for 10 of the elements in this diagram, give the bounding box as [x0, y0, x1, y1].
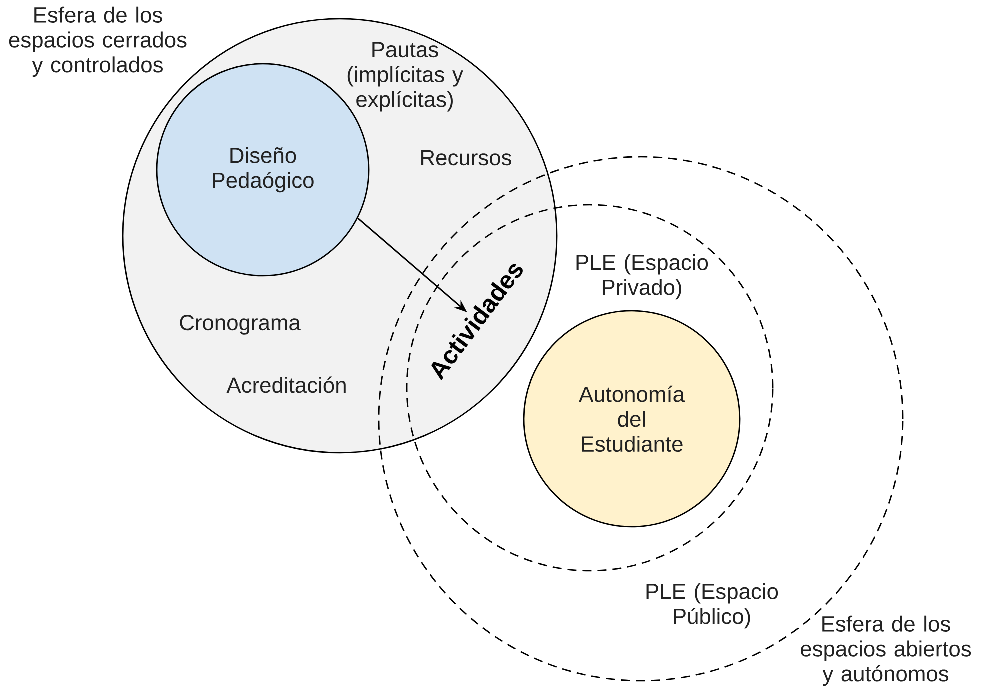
- area-label: Recursos: [422, 150, 512, 166]
- circle-label: Autonomía del Estudiante: [579, 386, 685, 452]
- circle-label: Diseño Pedaógico: [213, 147, 314, 193]
- area-label: Acreditación: [226, 376, 346, 394]
- sphere-label: Esfera de los espacios abiertos y autónomos: [801, 616, 972, 686]
- sphere-label: Esfera de los espacios cerrados y controlados: [9, 6, 187, 78]
- area-label: Cronograma: [180, 315, 301, 335]
- area-label: Pautas (implícitas y explícitas): [348, 42, 464, 112]
- area-label: PLE (Espacio Público): [646, 583, 778, 629]
- area-label: PLE (Espacio Privado): [576, 254, 708, 300]
